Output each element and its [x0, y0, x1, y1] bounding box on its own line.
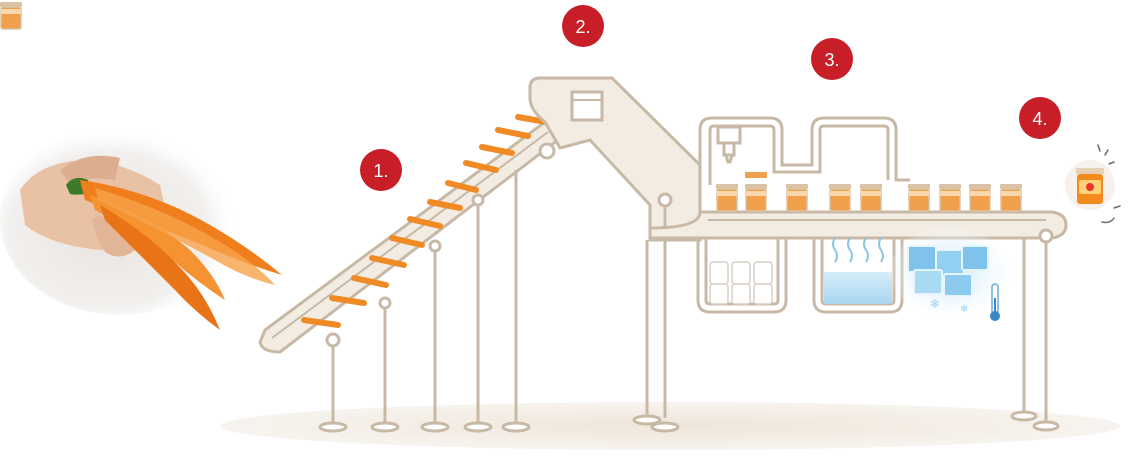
carrot-pieces — [301, 114, 555, 328]
filling-nozzle-icon — [716, 125, 742, 164]
jar-being-filled — [745, 172, 767, 178]
step-badge-1: 1. — [360, 149, 402, 191]
processing-hatch — [570, 90, 604, 122]
filling-station — [698, 116, 910, 185]
conveyor-roller — [325, 332, 341, 348]
svg-text:❄: ❄ — [930, 297, 940, 311]
step-label-1: 1. — [373, 161, 388, 181]
step-label-2: 2. — [575, 17, 590, 37]
step-badge-3: 3. — [811, 38, 853, 80]
step-badge-4: 4. — [1019, 97, 1061, 139]
thermometer-icon — [990, 283, 1000, 321]
conveyor-roller — [538, 142, 556, 160]
main-conveyor — [648, 210, 1068, 244]
baby-food-jar-icon — [1065, 144, 1121, 224]
step-label-4: 4. — [1032, 109, 1047, 129]
hand-holding-carrots-icon — [0, 125, 282, 330]
incline-conveyor — [258, 119, 561, 354]
main-conveyor-legs — [1010, 238, 1060, 432]
sterile-empty-jars — [709, 261, 773, 305]
incline-legs — [318, 170, 531, 433]
svg-text:❄: ❄ — [960, 304, 968, 315]
processing-roller — [657, 192, 673, 208]
step-badge-2: 2. — [562, 5, 604, 47]
step-label-3: 3. — [824, 50, 839, 70]
jar-row — [0, 2, 1023, 212]
processing-unit — [528, 76, 702, 433]
conveyor-roller — [378, 296, 392, 310]
hot-water-bath — [824, 237, 892, 304]
conveyor-roller — [428, 239, 442, 253]
conveyor-roller — [471, 193, 485, 207]
main-conveyor-roller — [1038, 228, 1054, 244]
ice-cooling-zone: ❄ ❄ — [890, 227, 1010, 317]
